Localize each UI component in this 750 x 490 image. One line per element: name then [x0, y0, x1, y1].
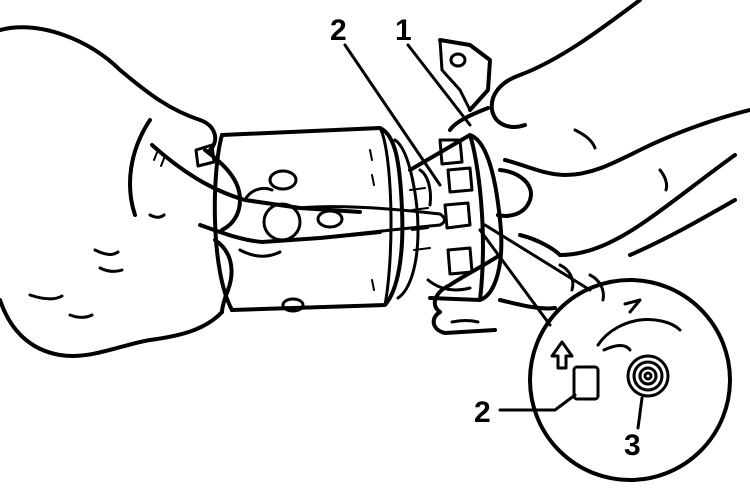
spring-coil-icon — [626, 354, 670, 398]
right-hand — [448, 0, 750, 302]
detail-pointer — [478, 223, 592, 327]
up-arrow-icon — [550, 340, 574, 370]
bottom-fingers — [431, 253, 557, 335]
brush-holder-assembly — [408, 38, 504, 302]
pliers — [150, 143, 446, 258]
callout-3: 3 — [624, 429, 641, 462]
callout-2-top: 2 — [330, 14, 347, 47]
detail-circle — [528, 278, 732, 482]
callout-2-detail: 2 — [474, 396, 491, 429]
brush-shape — [572, 365, 600, 401]
leader-lines — [343, 43, 644, 430]
rotation-arrow-icon — [596, 318, 682, 347]
left-hand — [0, 25, 242, 358]
rotation-arrowhead-icon — [623, 298, 642, 314]
callout-1: 1 — [395, 14, 412, 47]
